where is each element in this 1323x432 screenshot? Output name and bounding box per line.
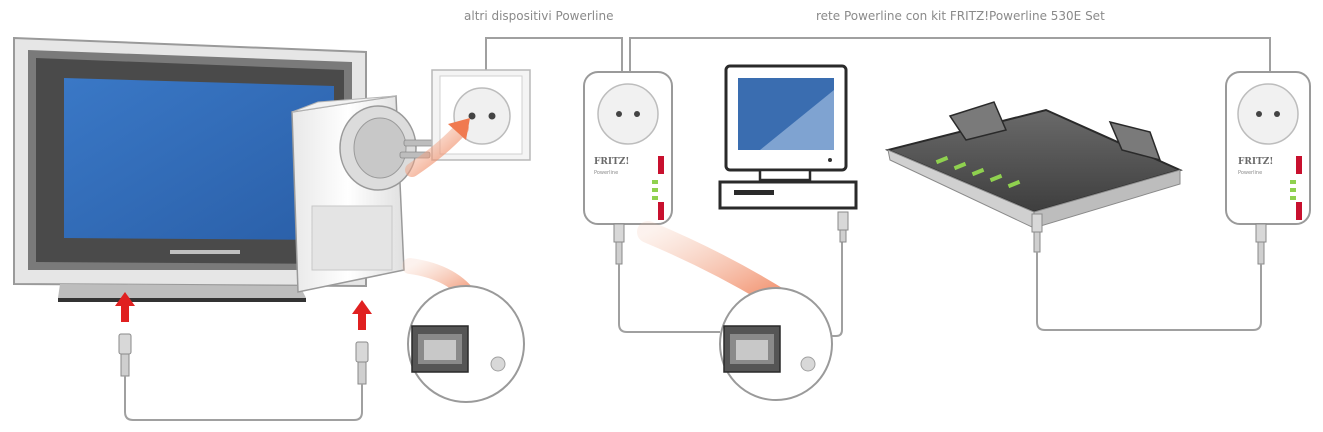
adapter-brand-middle: FRITZ! xyxy=(594,157,629,167)
fritzbox-router xyxy=(884,101,1183,253)
label-powerline-network-kit: rete Powerline con kit FRITZ!Powerline 5… xyxy=(816,9,1105,23)
powerline-wiring xyxy=(485,37,1271,72)
flat-screen-tv xyxy=(13,36,367,302)
router-leds xyxy=(935,155,1021,189)
computer-ethernet-cable xyxy=(832,240,843,337)
tv-screen xyxy=(64,78,334,240)
adapter-model-right: Powerline xyxy=(1238,170,1262,176)
lan-port-closeup-left xyxy=(407,285,525,403)
lan-port-closeup-middle xyxy=(719,287,833,401)
adapter-brand-right: FRITZ! xyxy=(1238,157,1273,167)
router-adapter-cable xyxy=(1036,252,1262,331)
tv-ethernet-cable xyxy=(118,333,369,421)
tv-powerline-adapter xyxy=(291,95,435,293)
plug-in-arrowhead xyxy=(448,118,470,140)
label-other-powerline-devices: altri dispositivi Powerline xyxy=(464,9,613,23)
powerline-adapter-right: FRITZ! Powerline xyxy=(1225,71,1311,265)
middle-ethernet-cable xyxy=(618,264,720,333)
red-up-arrow-right xyxy=(352,300,372,330)
wall-socket xyxy=(431,69,531,161)
adapter-model-middle: Powerline xyxy=(594,170,618,176)
red-up-arrow-left xyxy=(115,292,135,322)
powerline-adapter-middle: FRITZ! Powerline xyxy=(583,71,673,265)
desktop-computer xyxy=(718,64,858,243)
